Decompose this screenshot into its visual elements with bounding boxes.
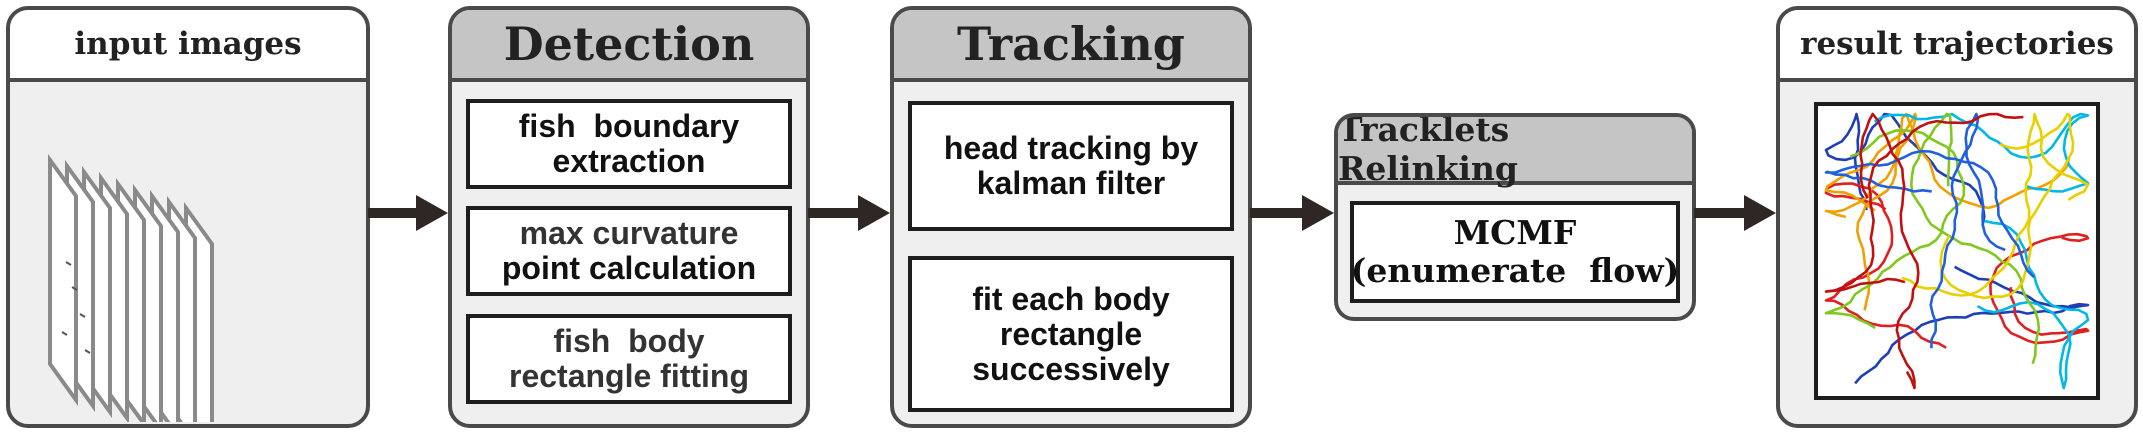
tracking-header: Tracking [894,10,1248,82]
tracking-panel: Tracking head tracking by kalman filter … [890,6,1252,428]
detection-step-curvature-point: max curvature point calculation [466,206,792,296]
image-speck [79,313,86,318]
tracking-step-rectangle-fit: fit each body rectangle successively [908,256,1234,412]
trajectory-path [1901,112,2090,297]
arrow-1-shaft [368,208,420,218]
detection-step-boundary-extraction: fish boundary extraction [466,99,792,189]
tracking-step-1-line-2: kalman filter [976,165,1166,201]
trajectory-path [1929,112,2006,349]
tracking-step-2-line-3: successively [972,350,1170,387]
relinking-line-1: MCMF [1453,213,1577,252]
detection-step-3-line-1: fish body [553,323,705,359]
trajectory-path [1939,112,2075,300]
trajectory-path [1910,112,2041,365]
detection-step-3-line-2: rectangle fitting [508,358,749,394]
arrow-2-head [858,195,890,231]
detection-step-1-line-1: fish boundary [518,108,740,144]
input-images-panel: input images [6,6,370,428]
image-speck [61,331,68,336]
trajectory-path [1854,265,2090,385]
result-trajectories-panel: result trajectories [1776,6,2138,428]
detection-title: Detection [503,17,755,71]
image-speck [65,261,72,266]
trajectory-path [1859,112,1920,390]
detection-step-rectangle-fitting: fish body rectangle fitting [466,314,792,404]
input-images-header: input images [10,10,366,82]
trajectory-plot-frame [1814,102,2100,400]
trajectory-path [1989,232,2090,345]
tracking-step-1-line-1: head tracking by [943,130,1199,166]
image-speck [84,349,91,354]
result-trajectories-title: result trajectories [1800,26,2114,62]
arrow-right-icon [1250,195,1334,231]
result-trajectories-header: result trajectories [1780,10,2134,82]
detection-step-1-line-2: extraction [552,143,706,179]
trajectory-path [1824,112,2024,293]
relinking-header: Tracklets Relinking [1338,117,1692,188]
detection-step-2-line-1: max curvature [519,215,739,251]
trajectory-plot-icon [1824,112,2090,390]
trajectory-path [1824,112,2071,219]
image-frame [48,153,78,407]
arrow-1-head [416,195,448,231]
relinking-title: Tracklets Relinking [1338,113,1518,188]
relinking-panel: Tracklets Relinking MCMF (enumerate flow… [1334,113,1696,321]
relinking-line-2: (enumerate flow) [1350,251,1680,290]
detection-step-2-line-2: point calculation [501,250,757,286]
trajectory-path [1824,129,1966,330]
trajectory-path [1824,112,1918,311]
image-stack-icon [48,153,214,422]
arrow-right-icon [368,195,448,231]
arrow-right-icon [1694,195,1776,231]
arrow-4-shaft [1694,208,1748,218]
arrow-4-head [1744,195,1776,231]
arrow-3-head [1302,195,1334,231]
input-images-title: input images [74,26,302,62]
trajectory-path [1873,112,2090,193]
detection-header: Detection [452,10,806,82]
detection-panel: Detection fish boundary extraction max c… [448,6,810,428]
image-speck [71,286,78,291]
relinking-step-mcmf: MCMF (enumerate flow) [1350,201,1680,303]
arrow-right-icon [808,195,890,231]
arrow-2-shaft [808,208,862,218]
tracking-step-2-line-1: fit each body [972,280,1170,317]
trajectory-path [1824,149,2035,279]
arrow-3-shaft [1250,208,1306,218]
tracking-step-2-line-2: rectangle [999,315,1143,352]
tracking-step-kalman: head tracking by kalman filter [908,101,1234,231]
tracking-title: Tracking [957,17,1185,71]
